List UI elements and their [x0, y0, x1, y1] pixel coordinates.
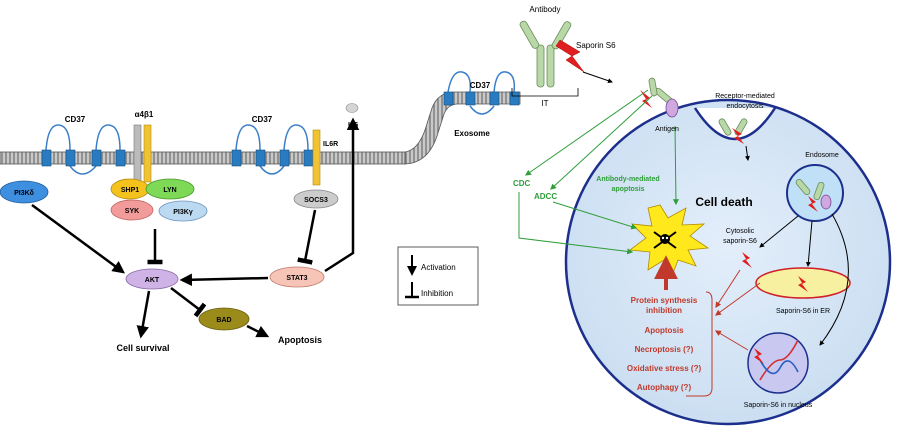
- target-cell: [564, 98, 892, 426]
- antigen-bound-antibody: [648, 77, 679, 118]
- cd37-tetraspanin-left: [45, 124, 121, 175]
- label-apoptosis-left: Apoptosis: [278, 335, 322, 345]
- effect-necroptosis: Necroptosis (?): [635, 345, 694, 354]
- green-effector-arrows: [518, 89, 679, 255]
- effects-bracket: [686, 291, 713, 397]
- internalizing-antibody: [718, 118, 748, 136]
- node-syk: SYK: [110, 199, 154, 221]
- label-cd37-exosome: CD37: [470, 81, 491, 90]
- arrow-pit-to-endosome: [744, 145, 750, 161]
- cd37-transmembrane-exosome: [443, 91, 520, 106]
- svg-text:AKT: AKT: [145, 277, 160, 284]
- svg-text:SHP1: SHP1: [121, 187, 139, 194]
- label-exosome: Exosome: [454, 129, 490, 138]
- label-saporin: Saporin S6: [576, 41, 616, 50]
- label-cell-death: Cell death: [695, 195, 752, 209]
- cd37-tetraspanin-exosome: [447, 71, 516, 115]
- endocytic-pit: [693, 107, 777, 141]
- saporin-er-icon: [798, 276, 808, 292]
- trafficking-arrows: [759, 213, 849, 346]
- label-cytosolic-2: saporin-S6: [723, 238, 757, 245]
- it-bracket: [511, 88, 579, 97]
- label-receptor-mediated: Receptor-mediated: [715, 93, 775, 100]
- pathway-arrows: [31, 117, 360, 339]
- label-cd37-mid: CD37: [252, 115, 273, 124]
- legend-activation-label: Activation: [421, 263, 456, 272]
- dna-helix-icon: [759, 339, 799, 381]
- effect-oxidative-stress: Oxidative stress (?): [627, 364, 702, 373]
- legend-inhibition-label: Inhibition: [421, 289, 453, 298]
- label-antibody: Antibody: [529, 5, 560, 14]
- label-endosome: Endosome: [805, 152, 839, 159]
- arrow-it-to-cell: [582, 71, 613, 84]
- node-akt: AKT: [125, 268, 179, 290]
- saporin-nucleus-icon: [754, 348, 764, 364]
- svg-text:PI3Kδ: PI3Kδ: [14, 190, 34, 197]
- node-pi3k-gamma: PI3Kγ: [158, 200, 208, 222]
- saporin-toxin-icon: [555, 39, 585, 73]
- cell-death-effects-list: Protein synthesis inhibition Apoptosis N…: [627, 296, 702, 392]
- cd37-transmembrane-left: [41, 149, 126, 167]
- node-lyn: LYN: [145, 178, 195, 200]
- label-ab-mediated-2: apoptosis: [611, 186, 644, 193]
- il6r-receptor: [312, 129, 321, 186]
- endosome-antibody: [795, 179, 832, 210]
- svg-text:LYN: LYN: [163, 187, 176, 194]
- node-stat3: STAT3: [269, 266, 325, 288]
- label-ab-mediated-1: Antibody-mediated: [596, 176, 659, 183]
- antibody-immunotoxin: [519, 20, 572, 88]
- effect-protein-synthesis: Protein synthesis: [631, 296, 698, 305]
- label-cd37-left: CD37: [65, 115, 86, 124]
- skull-crossbones-icon: [653, 231, 677, 249]
- effect-inhibition: inhibition: [646, 306, 682, 315]
- label-endocytosis: endocytosis: [727, 103, 764, 110]
- node-socs3: SOCS3: [293, 189, 339, 209]
- cd37-tetraspanin-mid: [235, 124, 309, 175]
- nucleus: [747, 332, 809, 394]
- effect-autophagy: Autophagy (?): [637, 383, 692, 392]
- saporin-surface-icon: [640, 90, 652, 108]
- label-adcc: ADCC: [534, 192, 557, 201]
- label-it: IT: [541, 99, 548, 108]
- cd37-transmembrane-mid: [231, 149, 314, 167]
- effect-apoptosis: Apoptosis: [644, 326, 684, 335]
- svg-text:SOCS3: SOCS3: [304, 197, 328, 204]
- label-cytosolic-1: Cytosolic: [726, 228, 755, 235]
- label-cdc: CDC: [513, 179, 531, 188]
- svg-text:PI3Kγ: PI3Kγ: [173, 209, 193, 216]
- label-il6r: IL6R: [323, 141, 338, 148]
- node-pi3k-delta: PI3Kδ: [0, 180, 49, 204]
- legend-box: Activation Inhibition: [397, 246, 479, 306]
- node-shp1: SHP1: [110, 178, 150, 200]
- svg-text:SYK: SYK: [125, 208, 139, 215]
- il6-ligand: [345, 103, 359, 113]
- red-source-arrows: [714, 269, 761, 351]
- saporin-pit-icon: [732, 128, 744, 144]
- label-saporin-nucleus: Saporin-S6 in nucleus: [744, 402, 813, 409]
- svg-text:STAT3: STAT3: [286, 275, 307, 282]
- label-integrin: α4β1: [135, 110, 154, 119]
- label-saporin-er: Saporin-S6 in ER: [776, 308, 830, 315]
- label-cell-survival: Cell survival: [116, 343, 169, 353]
- label-antigen: Antigen: [655, 126, 679, 133]
- svg-text:BAD: BAD: [216, 317, 231, 324]
- exosome-membrane: [404, 91, 521, 165]
- node-bad: BAD: [198, 307, 250, 331]
- saporin-cytosol-icon: [742, 252, 752, 268]
- saporin-endosome-icon: [808, 196, 818, 212]
